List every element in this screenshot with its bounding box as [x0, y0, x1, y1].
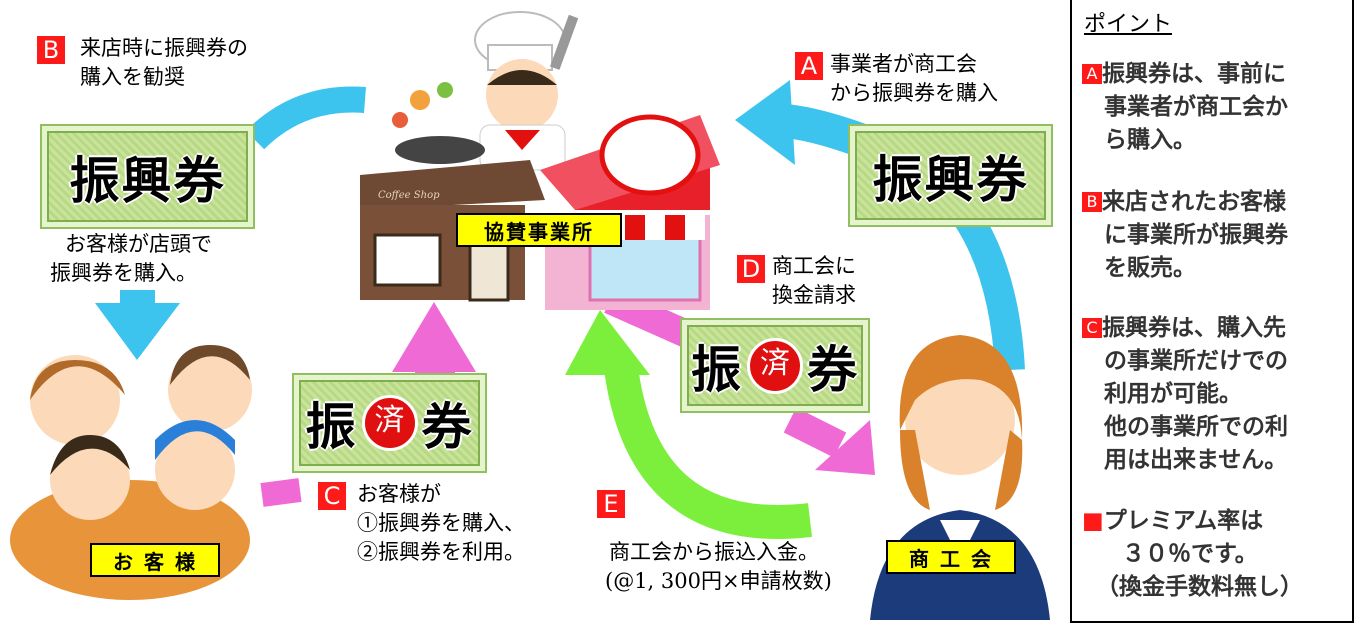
step-b-line-2: 購入を勧奨	[80, 65, 185, 89]
voucher-left: 振興券	[40, 124, 255, 229]
point-premium-line-2: ３０％です。	[1122, 541, 1258, 567]
step-e-line-2: (@1, 300円×申請枚数)	[605, 569, 832, 593]
arrow-c-customer	[260, 478, 302, 507]
step-d-badge: D	[737, 255, 765, 283]
used-stamp-d: 済	[747, 337, 803, 394]
chef-illustration	[392, 11, 579, 171]
arrow-e-curve	[603, 358, 812, 539]
point-c-badge: C	[1082, 318, 1102, 338]
step-a-text: 事業者が商工会 から振興券を購入	[830, 50, 998, 108]
point-premium-line-3: （換金手数料無し）	[1096, 574, 1303, 600]
step-c-text: お客様が ①振興券を購入、 ②振興券を利用。	[357, 480, 525, 567]
point-premium-marker: ■	[1082, 508, 1104, 534]
used-voucher-c-left: 振	[305, 398, 358, 456]
coffee-shop-sign: Coffee Shop	[378, 190, 440, 201]
point-c-line-3: 利用が可能。	[1104, 381, 1242, 407]
arrow-a-head	[735, 80, 795, 165]
business-label: 協賛事業所	[456, 213, 622, 247]
used-voucher-c-right: 券	[421, 398, 474, 456]
used-voucher-d-left: 振	[691, 340, 743, 399]
step-c-badge: C	[318, 482, 346, 510]
arrow-e-head	[565, 310, 650, 375]
step-b2-line-1: お客様が店頭で	[65, 232, 212, 256]
step-d-line-2: 換金請求	[772, 283, 856, 307]
step-b-line-1: 来店時に振興券の	[80, 36, 248, 60]
step-a-badge: A	[795, 52, 823, 80]
point-b-line-2: に事業所が振興券	[1104, 222, 1288, 248]
point-premium: ■プレミアム率は ３０％です。 （換金手数料無し）	[1082, 505, 1303, 604]
step-e-text: 商工会から振込入金。 (@1, 300円×申請枚数)	[605, 538, 832, 596]
arrow-b-down-shaft	[120, 290, 155, 310]
used-voucher-d: 振 済 券	[680, 318, 870, 413]
step-b2-line-2: 振興券を購入。	[50, 261, 197, 285]
voucher-right: 振興券	[848, 124, 1053, 227]
used-voucher-c: 振 済 券	[292, 373, 487, 473]
arrow-d-lower	[783, 407, 847, 458]
step-c-line-3: ②振興券を利用。	[357, 540, 525, 564]
step-b-text: 来店時に振興券の 購入を勧奨	[80, 34, 248, 92]
customer-label: お 客 様	[90, 543, 220, 577]
step-a-line-2: から振興券を購入	[830, 81, 998, 105]
chamber-label: 商 工 会	[886, 540, 1016, 574]
used-stamp-c: 済	[361, 395, 418, 451]
coffee-shop-illustration: Coffee Shop	[360, 160, 545, 302]
step-a-line-1: 事業者が商工会	[830, 52, 977, 76]
voucher-right-text: 振興券	[872, 150, 1029, 209]
arrow-d-head	[815, 420, 875, 475]
point-a-line-3: ら購入。	[1104, 127, 1196, 153]
arrow-b-to-shop	[245, 86, 366, 150]
step-b2-text: お客様が店頭で 振興券を購入。	[50, 230, 212, 288]
point-a-line-2: 事業者が商工会か	[1104, 94, 1288, 120]
point-c-line-2: の事業所だけでの	[1104, 348, 1288, 374]
arrow-b-down-head	[95, 303, 180, 360]
step-d-text: 商工会に 換金請求	[772, 252, 856, 310]
point-a-badge: A	[1082, 64, 1102, 84]
point-c-line-1: 振興券は、購入先	[1102, 315, 1286, 341]
points-title: ポイント	[1084, 12, 1173, 37]
family-illustration	[10, 345, 252, 600]
arrow-c-up-head	[392, 302, 476, 372]
used-voucher-d-right: 券	[807, 340, 859, 399]
point-c-line-4: 他の事業所での利	[1104, 414, 1288, 440]
point-c-line-5: 用は出来ません。	[1104, 447, 1288, 473]
step-b-badge: B	[37, 36, 65, 64]
step-c-line-1: お客様が	[357, 482, 441, 506]
step-c-line-2: ①振興券を購入、	[357, 511, 525, 535]
chamber-staff-illustration	[870, 335, 1050, 620]
step-d-line-1: 商工会に	[772, 254, 856, 278]
store-illustration	[540, 114, 720, 310]
point-a-line-1: 振興券は、事前に	[1102, 61, 1286, 87]
point-premium-line-1: プレミアム率は	[1103, 508, 1264, 534]
voucher-left-text: 振興券	[69, 151, 226, 210]
step-e-line-1: 商工会から振込入金。	[609, 540, 819, 564]
point-b-line-1: 来店されたお客様	[1102, 189, 1286, 215]
point-b-line-3: を販売。	[1104, 255, 1196, 281]
point-b-badge: B	[1082, 192, 1102, 212]
step-e-badge: E	[597, 490, 625, 518]
